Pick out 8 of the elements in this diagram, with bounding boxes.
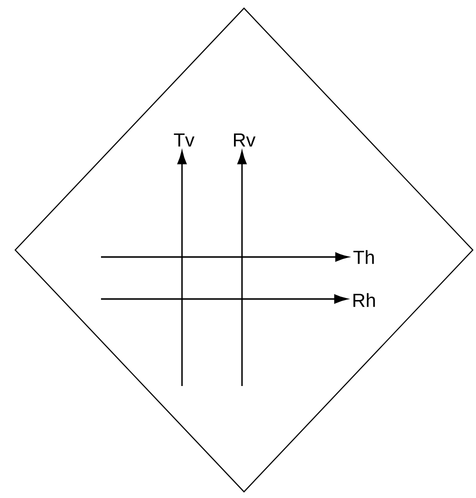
arrow [237,150,247,386]
arrow [177,150,187,386]
arrow [101,252,349,262]
label-text: Rv [234,134,256,146]
label-text: Th [353,250,374,264]
label-text: Rh [353,293,375,307]
arrow [101,294,348,304]
label-text: Tv [174,134,194,146]
